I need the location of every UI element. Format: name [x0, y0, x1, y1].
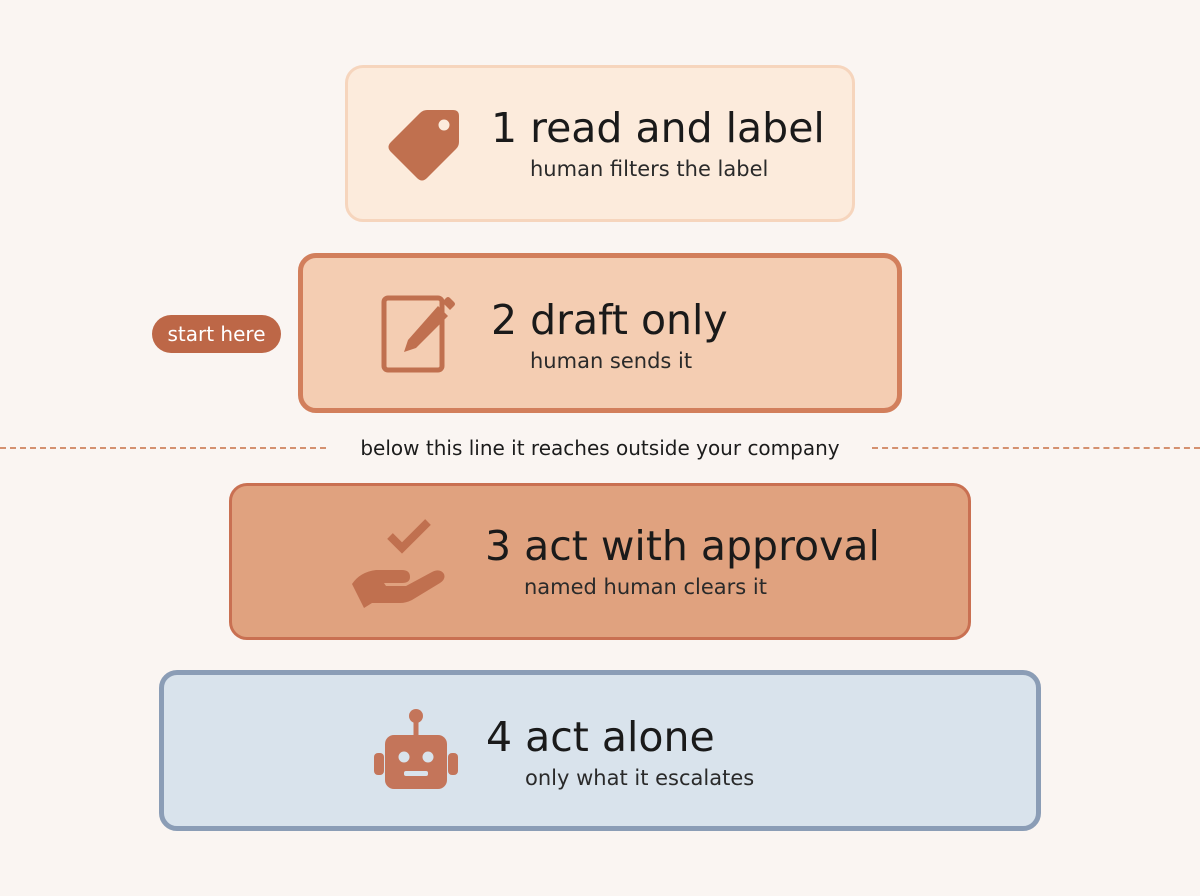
tag-icon	[388, 110, 459, 181]
hand-check-icon	[352, 519, 445, 608]
tier-title: 4 act alone	[486, 713, 715, 761]
tier-draft-only: 2 draft only human sends it	[298, 253, 902, 413]
boundary-label: below this line it reaches outside your …	[360, 436, 840, 460]
start-here-badge: start here	[152, 315, 281, 353]
boundary-divider-left	[0, 447, 326, 449]
tier-title: 1 read and label	[491, 104, 825, 152]
tier-subtitle: named human clears it	[524, 575, 767, 599]
tier-act-with-approval: 3 act with approval named human clears i…	[229, 483, 971, 640]
tier-title: 3 act with approval	[485, 522, 880, 570]
robot-icon	[374, 709, 458, 789]
tier-read-and-label: 1 read and label human filters the label	[345, 65, 855, 222]
tier-subtitle: human filters the label	[530, 157, 769, 181]
boundary-divider-right	[872, 447, 1200, 449]
tier-title: 2 draft only	[491, 296, 728, 344]
tier-subtitle: only what it escalates	[525, 766, 755, 790]
edit-icon	[381, 295, 455, 373]
tier-act-alone: 4 act alone only what it escalates	[159, 670, 1041, 831]
tier-subtitle: human sends it	[530, 349, 693, 373]
